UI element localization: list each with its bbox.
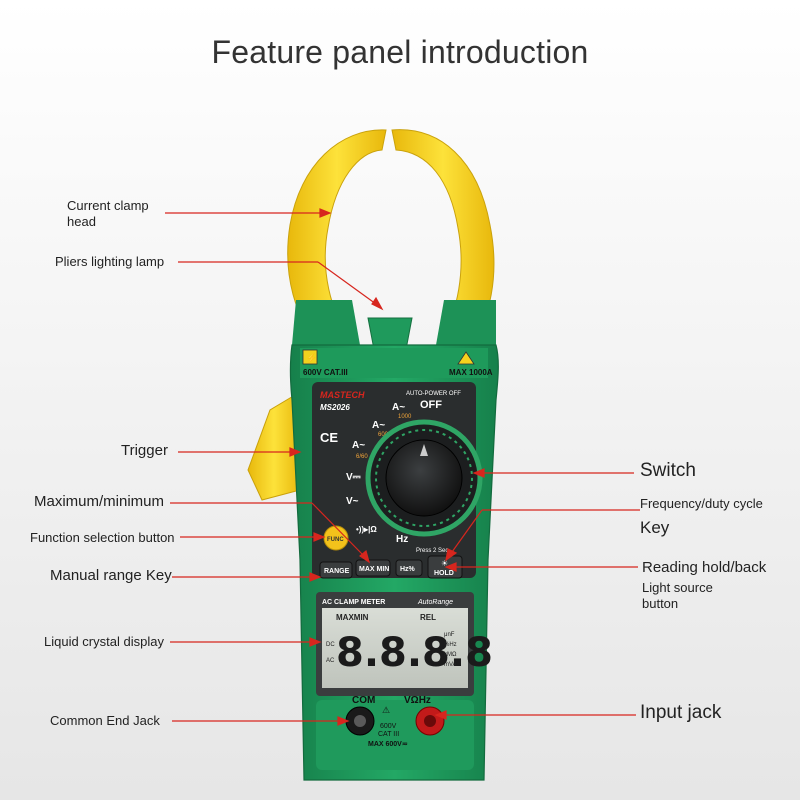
lcd-digits: 8.8.8.8 [336,630,493,676]
callout-function-selection-button: Function selection button [30,530,175,545]
svg-text:FUNC: FUNC [327,537,344,543]
svg-text:6/60: 6/60 [356,454,368,460]
range-button[interactable]: RANGE [319,561,353,579]
svg-text:CAT III: CAT III [378,731,399,738]
svg-text:μnF: μnF [444,632,455,638]
callout-key: Key [640,518,670,537]
callout-common-end-jack: Common End Jack [50,713,160,728]
callout-input-jack: Input jack [640,702,722,723]
input-jack[interactable] [415,706,445,736]
svg-text:kMΩ: kMΩ [444,652,457,658]
svg-text:A~: A~ [392,402,405,413]
svg-text:A~: A~ [372,420,385,431]
svg-text:MAX 600V≂: MAX 600V≂ [368,741,408,748]
warning-icon: ⚡ [306,352,317,364]
com-jack[interactable] [345,706,375,736]
auto-power-off: AUTO-POWER OFF [406,391,461,397]
func-button[interactable]: FUNC [323,525,349,551]
svg-text:MAX MIN: MAX MIN [359,566,389,573]
callout-current-clamp-head: Current clamp head [67,198,149,229]
svg-text:☀: ☀ [441,559,448,568]
callout-manual-range-key: Manual range Key [50,567,172,584]
model: MS2026 [320,403,350,412]
callout-pliers-lighting-lamp: Pliers lighting lamp [55,254,165,269]
svg-text:600V: 600V [380,723,397,730]
svg-text:Press 2 Sec: Press 2 Sec [416,548,448,554]
svg-text:1000: 1000 [398,414,412,420]
max-current: MAX 1000A [449,368,493,377]
svg-text:600: 600 [378,432,389,438]
hz-percent-button[interactable]: Hz% [395,559,423,577]
lcd-header-left: AC CLAMP METER [322,599,385,606]
max-min-button[interactable]: MAX MIN [355,559,391,577]
callout-reading-hold-back: Reading hold/back [642,559,767,576]
svg-text:Hz: Hz [396,534,408,545]
svg-text:REL: REL [420,613,436,622]
cat-rating: 600V CAT.III [303,368,348,377]
svg-text:⚠: ⚠ [382,705,390,715]
svg-text:•))▸|Ω: •))▸|Ω [356,525,377,534]
svg-text:%Hz: %Hz [444,642,457,648]
rotary-switch [365,419,483,537]
ce-mark: CE [320,430,338,445]
svg-text:DC: DC [326,642,335,648]
svg-text:A~: A~ [352,440,365,451]
lcd-screen [322,608,468,688]
leader-lines [165,208,640,726]
callout-switch: Switch [640,460,696,481]
svg-text:MAXMIN: MAXMIN [336,613,369,622]
callout-trigger: Trigger [121,442,168,459]
callout-light-source-button: Light source button [642,580,713,611]
svg-text:HOLD: HOLD [434,570,454,577]
svg-text:Hz%: Hz% [400,566,416,573]
svg-text:AC: AC [326,658,335,664]
page-title: Feature panel introduction [211,34,589,70]
svg-text:V⎓: V⎓ [346,472,361,483]
callout-liquid-crystal-display: Liquid crystal display [44,634,164,649]
svg-text:mVA: mVA [444,662,457,668]
svg-text:V~: V~ [346,496,359,507]
callout-frequency-duty-cycle: Frequency/duty cycle [640,496,763,511]
lcd-header-right: AutoRange [417,599,453,606]
callout-maximum-minimum: Maximum/minimum [34,493,165,510]
input-label: VΩHz [404,695,431,706]
svg-text:RANGE: RANGE [324,568,350,575]
brand: MASTECH [320,390,365,400]
off-label: OFF [420,399,442,411]
caution-icon [457,351,475,365]
com-label: COM [352,695,375,706]
